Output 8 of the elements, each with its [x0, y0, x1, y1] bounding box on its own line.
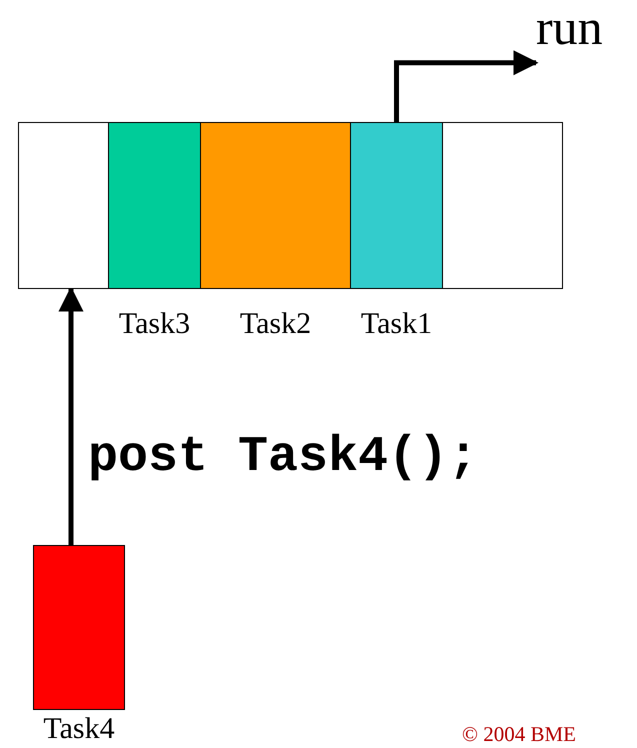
- code-statement: post Task4();: [88, 430, 478, 486]
- task-label: Task3: [118, 307, 192, 341]
- arrow: [394, 50, 538, 122]
- task-label: Task1: [360, 307, 434, 341]
- task-label: Task4: [42, 712, 116, 746]
- copyright-notice: © 2004 BME: [462, 722, 576, 746]
- arrow: [58, 286, 84, 545]
- run-label: run: [536, 2, 603, 52]
